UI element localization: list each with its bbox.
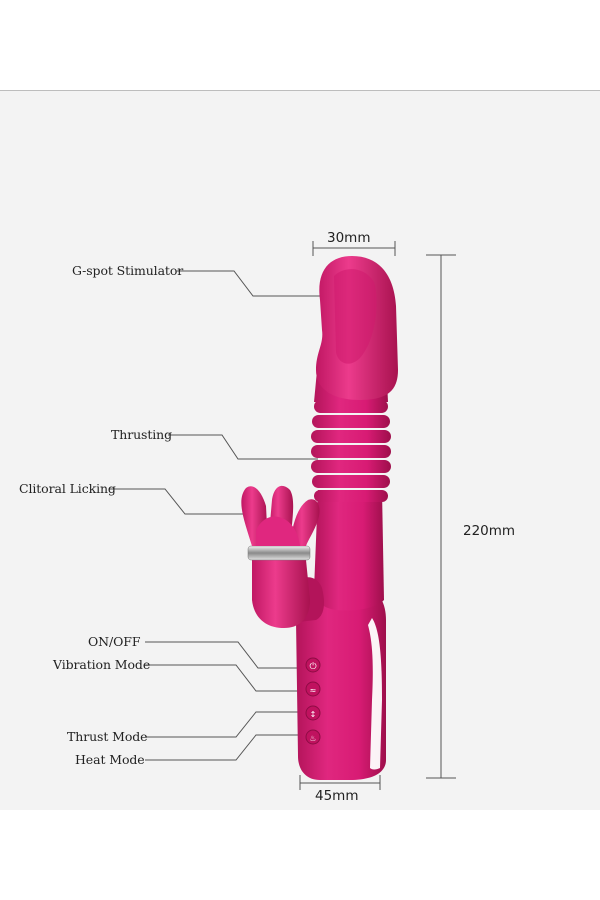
heat-icon (305, 729, 321, 745)
label-thrust-mode: Thrust Mode (67, 729, 148, 744)
label-thrusting: Thrusting (111, 427, 173, 442)
leader-lines (109, 270, 324, 761)
chrome-ring (247, 545, 311, 561)
dimension-length-label: 220mm (463, 523, 516, 539)
dimension-bottom-width-label: 45mm (315, 788, 359, 804)
svg-text:⏻: ⏻ (309, 661, 316, 672)
control-buttons: ⏻ ≈ ↕ ♨ (305, 657, 321, 745)
label-gspot-stimulator: G-spot Stimulator (72, 263, 184, 278)
svg-text:≈: ≈ (310, 686, 317, 695)
product-body (296, 256, 398, 780)
vibration-icon (305, 681, 321, 697)
dimension-bottom-width (299, 775, 381, 790)
svg-text:↕: ↕ (310, 710, 317, 719)
thrust-icon (305, 705, 321, 721)
label-vibration-mode: Vibration Mode (53, 657, 151, 672)
label-heat-mode: Heat Mode (75, 752, 145, 767)
dimension-top-width (312, 241, 396, 256)
label-clitoral-licking: Clitoral Licking (19, 481, 116, 496)
dimension-length (426, 254, 456, 779)
thrusting-rings (311, 400, 391, 502)
label-on-off: ON/OFF (88, 634, 141, 649)
svg-text:♨: ♨ (309, 734, 316, 743)
power-icon (305, 657, 321, 673)
header-band (0, 0, 600, 91)
footer-band (0, 810, 600, 900)
dimension-top-width-label: 30mm (327, 230, 371, 246)
clitoral-arm (241, 485, 324, 628)
